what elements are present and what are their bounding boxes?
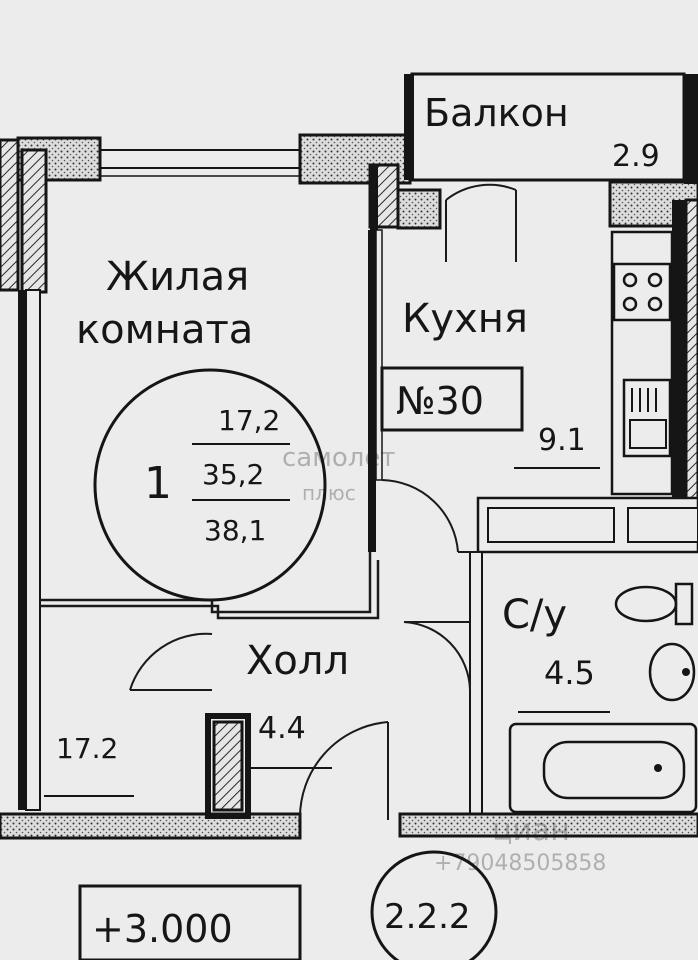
partition-hall-bath — [469, 551, 483, 821]
hall-area: 4.4 — [258, 711, 306, 746]
apartment-summary-circle — [93, 368, 327, 602]
partition-living-kitchen — [368, 230, 376, 552]
kitchen-counter — [610, 230, 674, 496]
watermark-brand: самолет — [282, 443, 396, 473]
exterior-wall-left-outer — [0, 138, 20, 292]
living-wall-left — [18, 290, 26, 810]
stove-burner-icon — [647, 272, 663, 288]
toilet-tank — [674, 582, 694, 626]
stove-burner-icon — [647, 296, 663, 312]
stove-burner-icon — [622, 272, 638, 288]
door-entrance-arc — [298, 721, 389, 821]
bathtub-basin — [542, 740, 686, 800]
watermark-brand-sub: плюс — [302, 481, 356, 505]
pier-hall — [212, 720, 244, 812]
section-code-circle — [370, 850, 498, 960]
doors — [129, 183, 517, 821]
balcony — [404, 72, 698, 184]
door-bath-arc — [403, 621, 471, 691]
bathtub-icon — [508, 722, 698, 814]
door-kitchen-arc — [381, 479, 459, 553]
balcony-frame — [410, 72, 686, 182]
kitchen-appliances — [610, 230, 674, 496]
living-area: 17.2 — [56, 732, 118, 765]
room-labels: Балкон 2.9 Жилая комната 1 17,2 35,2 38,… — [44, 91, 660, 797]
balcony-name: Балкон — [424, 91, 569, 135]
living-name-line2: комната — [76, 307, 253, 353]
wall-bottom-right — [398, 812, 698, 838]
partition-living-kitchen-inner — [375, 229, 383, 481]
kitchen-name: Кухня — [402, 296, 528, 342]
pier-hall-outline — [205, 713, 251, 819]
partition-kitchen-bath-inner-left — [487, 507, 615, 543]
total-area-balcony-value: 38,1 — [204, 514, 266, 547]
living-wall-left-inner — [25, 289, 41, 811]
apartment-number: №30 — [396, 379, 484, 423]
bathroom-name: С/у — [502, 592, 567, 638]
washbasin-icon — [648, 642, 696, 702]
partition-living-hall — [40, 552, 372, 614]
balcony-right-rail — [684, 74, 698, 184]
walls — [0, 133, 698, 840]
door-living-arc — [129, 632, 213, 691]
sink-bowl — [629, 419, 667, 449]
wall-bottom-left — [0, 812, 302, 840]
living-area-value: 17,2 — [218, 404, 280, 437]
washbasin-drain — [682, 668, 690, 676]
living-wall-left-upper — [20, 148, 48, 294]
living-name-line1: Жилая — [106, 254, 249, 300]
column-kitchen-top — [396, 188, 442, 230]
total-area-value: 35,2 — [202, 458, 264, 491]
elevation-mark: +3.000 — [92, 907, 233, 951]
bathtub-drain — [654, 764, 662, 772]
stove — [612, 262, 672, 322]
markers: +3.000 2.2.2 — [78, 850, 498, 960]
rooms-count: 1 — [144, 458, 172, 509]
bathroom-fixtures — [508, 582, 698, 814]
watermark-site: циан — [492, 813, 570, 848]
partition-kitchen-bath-inner-right — [627, 507, 698, 543]
balcony-area: 2.9 — [612, 139, 660, 174]
sink — [622, 378, 672, 458]
hall-name: Холл — [246, 638, 349, 684]
exterior-wall-right-hatch — [684, 198, 698, 502]
partition-living-hall-inner — [40, 560, 380, 620]
elevation-box — [78, 884, 302, 960]
watermark-phone: +79048505858 — [434, 851, 606, 876]
exterior-wall-right — [672, 200, 686, 500]
kitchen-area: 9.1 — [538, 423, 586, 458]
balcony-left-rail — [404, 74, 414, 180]
watermarks: самолет плюс циан +79048505858 — [282, 443, 606, 876]
apartment-number-box — [380, 366, 524, 432]
door-balcony — [445, 183, 517, 262]
stove-burner-icon — [622, 296, 638, 312]
bathroom-area: 4.5 — [544, 654, 595, 692]
section-code: 2.2.2 — [384, 897, 471, 937]
wall-partition-top — [370, 165, 378, 235]
